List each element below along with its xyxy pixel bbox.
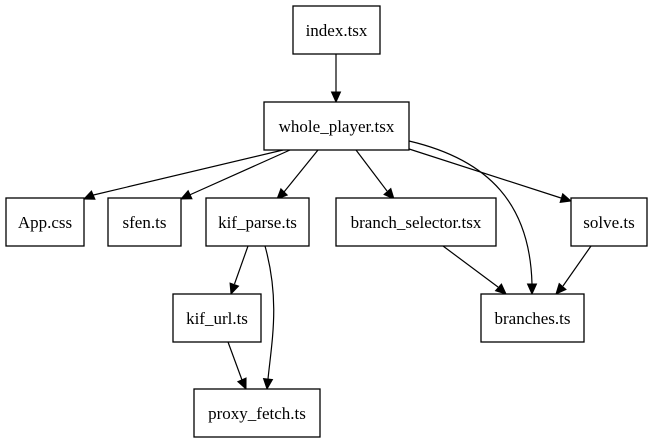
node-whole-player: whole_player.tsx xyxy=(263,101,410,151)
edge-branch_selector-to-branches xyxy=(442,245,507,295)
edge-kif_parse-to-proxy_fetch xyxy=(262,245,275,391)
edge-line xyxy=(93,149,284,196)
arrowhead-icon xyxy=(383,187,395,200)
node-label: whole_player.tsx xyxy=(279,117,395,136)
node-label: kif_url.ts xyxy=(186,309,248,328)
node-box xyxy=(263,101,410,151)
node-box xyxy=(570,197,648,247)
node-solve: solve.ts xyxy=(570,197,648,247)
arrowhead-icon xyxy=(330,91,342,104)
node-label: proxy_fetch.ts xyxy=(208,404,306,423)
node-box xyxy=(335,197,497,247)
edge-kif_parse-to-kif_url xyxy=(229,245,249,296)
arrowhead-icon xyxy=(262,378,274,391)
edge-line xyxy=(264,245,275,380)
node-box xyxy=(193,388,321,438)
edge-whole_player-to-app_css xyxy=(82,149,284,200)
edge-whole_player-to-sfen xyxy=(179,149,291,200)
node-branch-selector: branch_selector.tsx xyxy=(335,197,497,247)
node-index: index.tsx xyxy=(292,5,381,55)
edge-line xyxy=(283,149,319,193)
edge-line xyxy=(227,341,243,381)
edge-kif_url-to-proxy_fetch xyxy=(227,341,247,391)
edge-whole_player-to-solve xyxy=(405,147,573,204)
node-box xyxy=(107,197,182,247)
arrowhead-icon xyxy=(555,282,567,295)
arrowhead-icon xyxy=(179,189,193,200)
node-proxy-fetch: proxy_fetch.ts xyxy=(193,388,321,438)
node-box xyxy=(292,5,381,55)
edge-line xyxy=(408,140,533,285)
edge-whole_player-to-branch_selector xyxy=(355,149,395,200)
node-kif-parse: kif_parse.ts xyxy=(205,197,310,247)
arrowhead-icon xyxy=(229,282,240,296)
edge-line xyxy=(233,245,249,285)
node-box xyxy=(172,293,262,343)
node-box xyxy=(205,197,310,247)
edge-line xyxy=(562,245,592,287)
arrowhead-icon xyxy=(276,187,289,200)
edge-line xyxy=(189,149,291,196)
node-branches: branches.ts xyxy=(480,293,585,343)
node-label: kif_parse.ts xyxy=(218,213,297,232)
node-label: index.tsx xyxy=(306,21,368,40)
arrowhead-icon xyxy=(236,377,247,391)
edge-line xyxy=(405,147,562,199)
edges-layer xyxy=(82,54,592,391)
edge-line xyxy=(442,245,499,288)
node-label: branch_selector.tsx xyxy=(351,213,482,232)
node-label: App.css xyxy=(18,213,72,232)
node-sfen: sfen.ts xyxy=(107,197,182,247)
arrowhead-icon xyxy=(526,283,538,296)
edge-whole_player-to-branches xyxy=(408,140,538,296)
node-label: branches.ts xyxy=(494,309,570,328)
edge-line xyxy=(355,149,388,192)
edge-whole_player-to-kif_parse xyxy=(276,149,319,200)
node-label: solve.ts xyxy=(583,213,634,232)
node-label: sfen.ts xyxy=(123,213,167,232)
node-app-css: App.css xyxy=(5,197,85,247)
arrowhead-icon xyxy=(494,283,507,295)
arrowhead-icon xyxy=(82,190,96,200)
node-box xyxy=(480,293,585,343)
arrowhead-icon xyxy=(559,192,573,204)
edge-solve-to-branches xyxy=(555,245,592,295)
node-kif-url: kif_url.ts xyxy=(172,293,262,343)
edge-index-to-whole_player xyxy=(330,54,342,104)
node-box xyxy=(5,197,85,247)
